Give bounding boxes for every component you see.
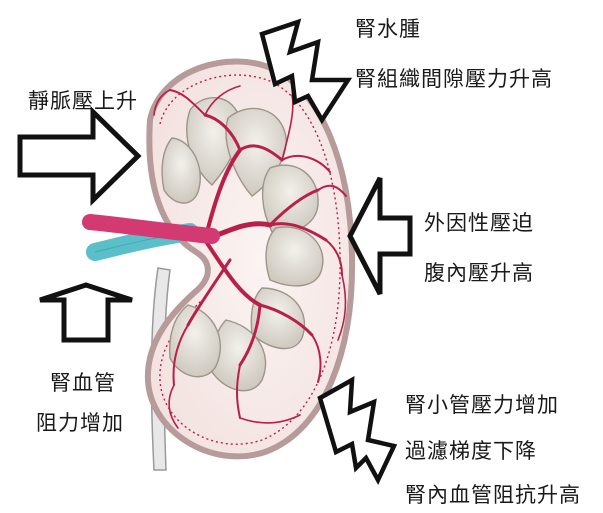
venous-pressure-label: 靜脈壓上升 <box>28 88 138 114</box>
hydronephrosis-label: 腎水腫 <box>355 16 421 42</box>
lower-lightning-icon <box>320 380 394 480</box>
right-hollow-arrow <box>350 178 410 294</box>
interstitial-pressure-label: 腎組織間隙壓力升高 <box>355 66 553 92</box>
external-compression-label: 外因性壓迫 <box>424 210 534 236</box>
vascular-resistance-label-line2: 阻力增加 <box>36 410 124 436</box>
up-hollow-arrow <box>40 285 132 340</box>
tubular-pressure-label: 腎小管壓力增加 <box>405 392 559 418</box>
vascular-resistance-label-line1: 腎血管 <box>50 370 116 396</box>
left-hollow-arrow <box>20 112 138 200</box>
intrarenal-resistance-label: 腎內血管阻抗升高 <box>405 482 581 508</box>
abdominal-pressure-label: 腹內壓升高 <box>424 260 534 286</box>
filtration-gradient-label: 過濾梯度下降 <box>405 438 537 464</box>
